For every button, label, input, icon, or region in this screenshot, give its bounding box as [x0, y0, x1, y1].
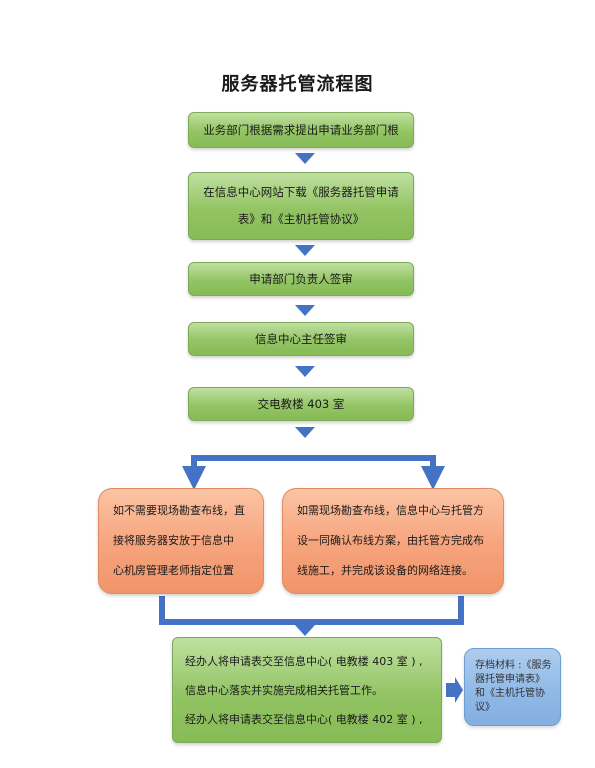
step-text: 信息中心主任签审 [255, 331, 347, 346]
branch-text: 线施工，并完成该设备的网络连接。 [297, 564, 473, 577]
step-box: 申请部门负责人签审 [188, 262, 414, 296]
step-text: 在信息中心网站下载《服务器托管申请 [203, 185, 399, 199]
arrow-down-icon [295, 153, 315, 164]
note-text: 议》 [475, 702, 495, 713]
arrow-right-icon [446, 677, 463, 703]
final-step-text: 经办人将申请表交至信息中心( 电教楼 403 室 ) , [185, 654, 423, 668]
arrow-down-icon [295, 245, 315, 256]
note-text: 器托管申请表》 [475, 674, 545, 685]
merge-connector [159, 596, 464, 625]
split-connector [191, 455, 445, 490]
final-step-box: 经办人将申请表交至信息中心( 电教楼 403 室 ) , 信息中心落实并实施完成… [172, 637, 442, 743]
step-box: 信息中心主任签审 [188, 322, 414, 356]
step-text: 交电教楼 403 室 [257, 396, 345, 411]
step-box: 业务部门根据需求提出申请业务部门根 [188, 112, 414, 148]
branch-text: 心机房管理老师指定位置 [113, 564, 234, 577]
archive-note-box: 存档材料 :《服务 器托管申请表》 和《主机托管协 议》 [464, 648, 561, 726]
branch-text: 如需现场勘查布线，信息中心与托管方 [297, 504, 484, 517]
arrow-down-icon [295, 427, 315, 438]
branch-box-right: 如需现场勘查布线，信息中心与托管方 设一同确认布线方案，由托管方完成布 线施工，… [282, 488, 504, 594]
step-text: 表》和《主机托管协议》 [237, 212, 365, 226]
step-text: 业务部门根据需求提出申请业务部门根 [203, 122, 399, 137]
arrow-down-icon [295, 366, 315, 377]
arrow-down-icon [295, 305, 315, 316]
branch-text: 接将服务器安放于信息中 [113, 534, 234, 547]
branch-box-left: 如不需要现场勘查布线，直 接将服务器安放于信息中 心机房管理老师指定位置 [98, 488, 264, 594]
note-text: 存档材料 :《服务 [475, 660, 552, 671]
page-title: 服务器托管流程图 [221, 74, 374, 95]
step-box: 在信息中心网站下载《服务器托管申请 表》和《主机托管协议》 [188, 172, 414, 240]
branch-text: 如不需要现场勘查布线，直 [113, 504, 245, 517]
branch-text: 设一同确认布线方案，由托管方完成布 [297, 534, 484, 547]
final-step-text: 经办人将申请表交至信息中心( 电教楼 402 室 ) , [185, 712, 423, 726]
arrow-down-icon [295, 625, 315, 636]
note-text: 和《主机托管协 [475, 688, 545, 699]
final-step-text: 信息中心落实并实施完成相关托管工作。 [185, 683, 383, 697]
step-text: 申请部门负责人签审 [249, 271, 353, 286]
step-box: 交电教楼 403 室 [188, 387, 414, 421]
